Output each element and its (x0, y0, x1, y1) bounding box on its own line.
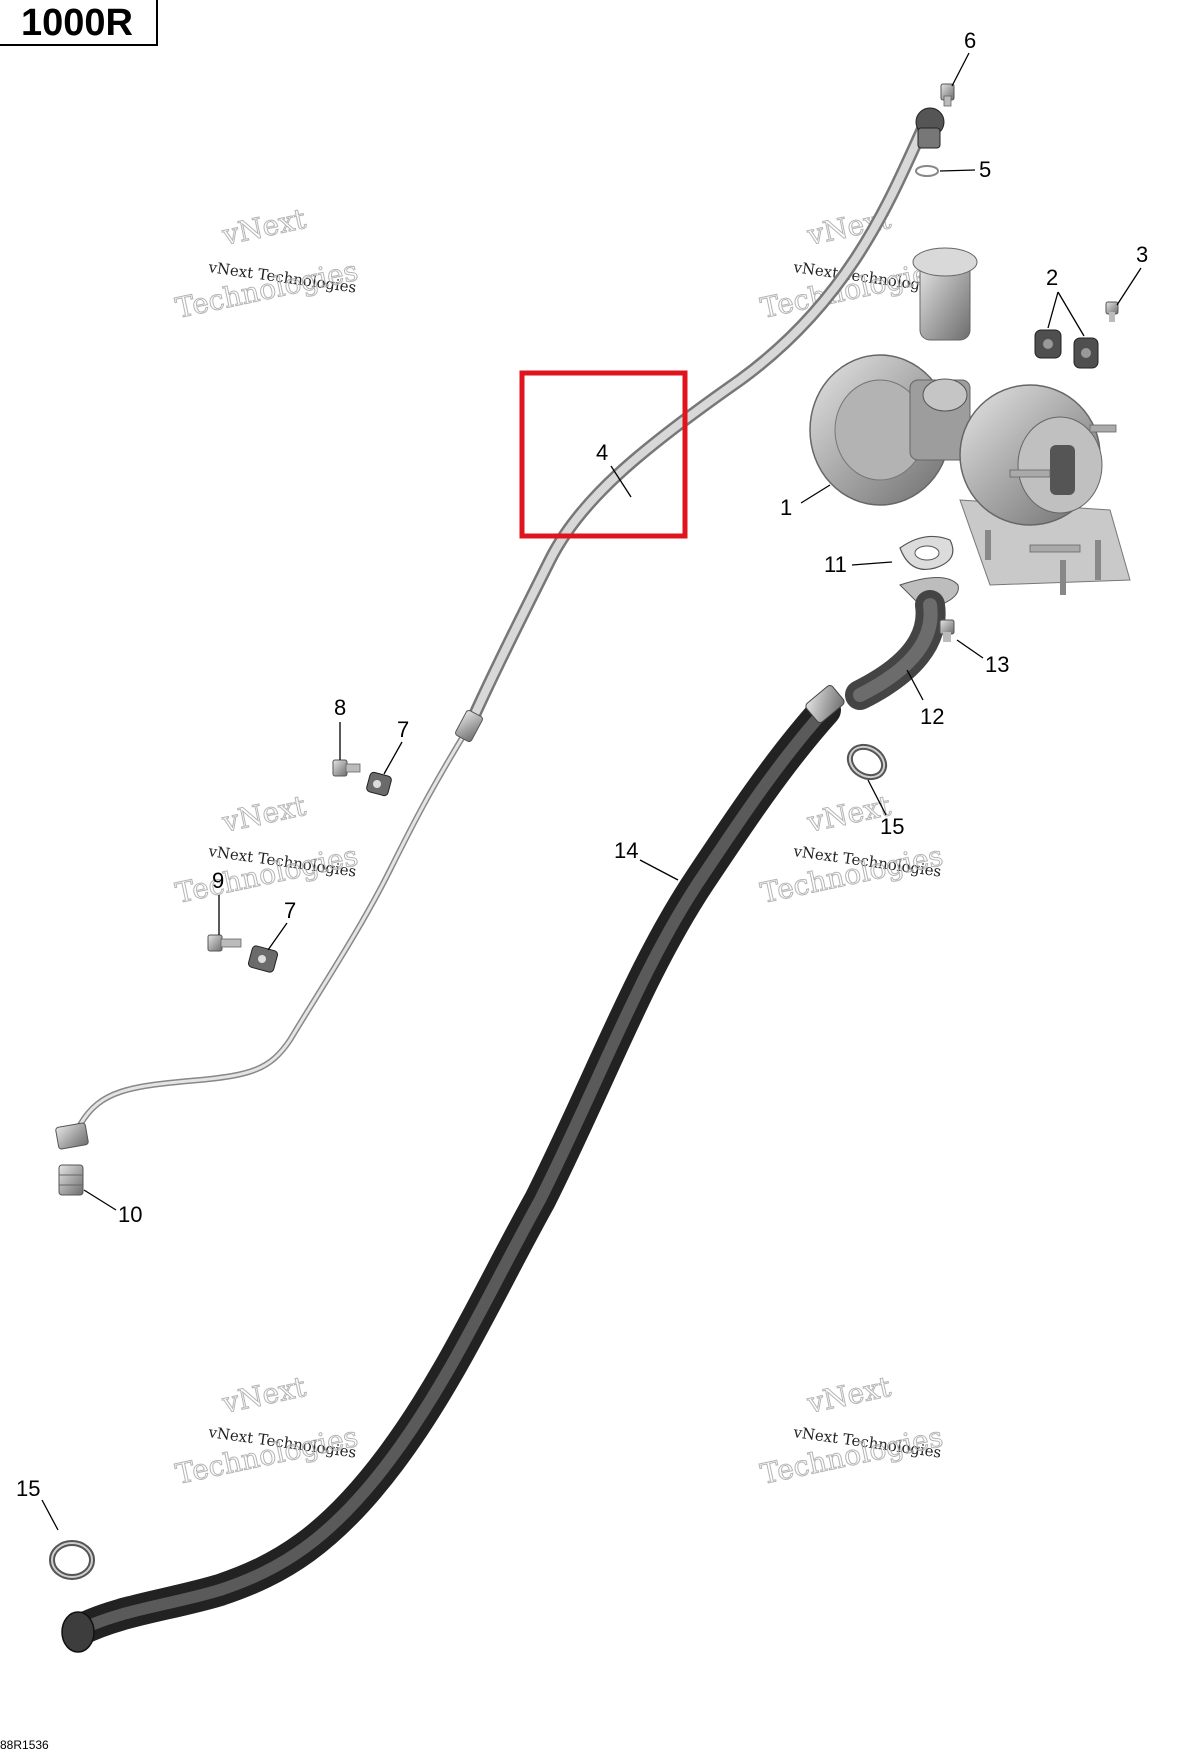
callout-5: 5 (979, 157, 991, 182)
watermark-bottom-left: vNext vNext Technologies Technologies (172, 1369, 361, 1491)
callout-7-upper: 7 (397, 717, 409, 742)
callout-3: 3 (1136, 242, 1148, 267)
oil-return-hose (61, 685, 845, 1653)
oil-return-elbow (845, 577, 959, 710)
oil-feed-line (77, 107, 945, 1128)
callout-9: 9 (212, 868, 224, 893)
hose-clamp-upper (846, 743, 888, 781)
callout-1: 1 (780, 495, 792, 520)
bolt-lower (207, 934, 242, 952)
clip-lower (247, 945, 279, 973)
screw (1105, 301, 1119, 322)
callout-6: 6 (964, 28, 976, 53)
callout-13: 13 (985, 652, 1009, 677)
callout-12: 12 (920, 704, 944, 729)
svg-text:vNext: vNext (219, 789, 310, 839)
svg-text:Technologies: Technologies (173, 254, 361, 325)
watermark-top-left: vNext vNext Technologies Technologies (172, 201, 361, 325)
watermark-mid-left: vNext vNext Technologies Technologies (172, 788, 361, 910)
svg-text:vNext: vNext (219, 1370, 310, 1420)
svg-text:vNext: vNext (219, 202, 310, 252)
banjo-bolt (940, 83, 955, 107)
o-ring (915, 165, 939, 177)
svg-text:vNext: vNext (804, 1370, 895, 1420)
watermark-mid-right: vNext vNext Technologies Technologies (757, 788, 946, 910)
gasket (899, 535, 954, 570)
callout-2: 2 (1046, 265, 1058, 290)
plug-pair (1034, 329, 1099, 369)
clip-upper (366, 771, 392, 797)
watermark-bottom-right: vNext vNext Technologies Technologies (757, 1369, 946, 1491)
callouts: 1 2 3 4 5 6 7 7 8 9 10 11 12 13 14 15 15 (16, 28, 1148, 1501)
model-label: 1000R (0, 0, 158, 46)
callout-15-lower: 15 (16, 1476, 40, 1501)
callout-11: 11 (824, 552, 847, 577)
callout-8: 8 (334, 695, 346, 720)
hose-clamp-lower (49, 1540, 95, 1580)
callout-10: 10 (118, 1202, 142, 1227)
flange-screw (939, 619, 955, 642)
callout-14: 14 (614, 838, 638, 863)
adapter-fitting (55, 1122, 89, 1196)
leader-lines (41, 52, 1142, 1531)
bolt-upper (332, 759, 361, 777)
highlight-box (519, 370, 688, 539)
turbocharger (809, 247, 1131, 595)
document-code: 88R1536 (0, 1738, 49, 1752)
callout-15-upper: 15 (880, 814, 904, 839)
callout-4: 4 (596, 440, 608, 465)
callout-7-lower: 7 (284, 898, 296, 923)
